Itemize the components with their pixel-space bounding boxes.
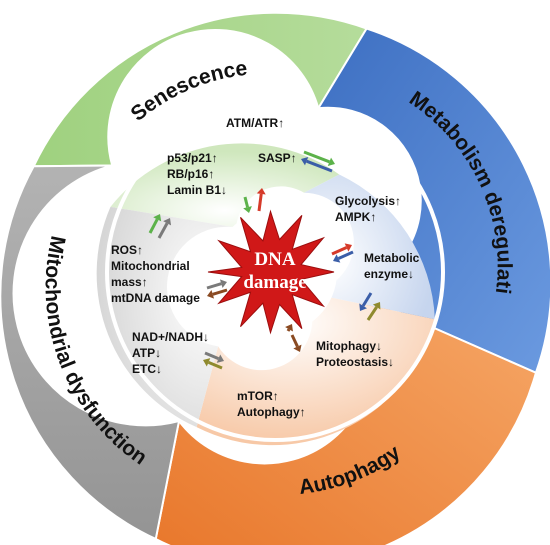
sen-atm-atr: ATM/ATR↑ bbox=[226, 116, 284, 130]
arrow-met-up-olive-shaft bbox=[366, 306, 378, 321]
arrow-sasp-left-head bbox=[301, 156, 309, 166]
arrow-mit-up-gray-head bbox=[163, 218, 172, 226]
sen-p53-p21: p53/p21↑ bbox=[167, 151, 218, 165]
arrow-mit-center-brown-shaft bbox=[212, 288, 228, 296]
mit-mitochondrial: Mitochondrial bbox=[111, 259, 190, 273]
center-label-line1: DNA bbox=[254, 249, 295, 270]
arrow-etc-olive-head bbox=[203, 358, 211, 367]
mit-mass: mass↑ bbox=[111, 275, 148, 289]
arrow-etc-gray-head bbox=[216, 354, 224, 363]
aut-mitophagy: Mitophagy↓ bbox=[316, 339, 382, 353]
inner-ring-border bbox=[105, 102, 445, 442]
arrow-etc-gray-shaft bbox=[204, 351, 220, 361]
arrow-layer bbox=[148, 150, 381, 370]
sen-sasp: SASP↑ bbox=[258, 151, 297, 165]
mit-etc: ETC↓ bbox=[132, 362, 162, 376]
aut-autophagy: Autophagy↑ bbox=[237, 405, 306, 419]
metabolism-inner-segment bbox=[304, 174, 435, 320]
arrow-mit-up-green-shaft bbox=[148, 218, 159, 234]
mitochondrial-outer-segment bbox=[0, 164, 181, 541]
met-glycolysis: Glycolysis↑ bbox=[335, 194, 401, 208]
arrow-mit-center-gray-head bbox=[219, 279, 227, 289]
sen-rb-p16: RB/p16↑ bbox=[167, 167, 214, 181]
arrow-aut-up-shaft bbox=[286, 328, 291, 332]
arrow-mit-center-gray-shaft bbox=[206, 282, 222, 290]
arrow-aut-down-head bbox=[293, 344, 302, 352]
arrow-etc-olive-shaft bbox=[207, 360, 223, 370]
mit-ros: ROS↑ bbox=[111, 243, 143, 257]
mitochondrial-inner-segment bbox=[96, 206, 237, 428]
met-enzyme: enzyme↓ bbox=[364, 267, 414, 281]
arrow-sasp-right-head bbox=[327, 157, 335, 167]
arrow-sen-down-head bbox=[243, 206, 252, 213]
met-ampk: AMPK↑ bbox=[335, 210, 376, 224]
arrow-sen-down-shaft bbox=[243, 196, 249, 208]
center-label-line2: damage bbox=[243, 272, 306, 293]
arrow-met-up-olive-head bbox=[372, 302, 381, 310]
sen-lamin-b1: Lamin B1↓ bbox=[167, 183, 227, 197]
mit-mtdna: mtDNA damage bbox=[111, 291, 200, 305]
arrow-mit-up-green-head bbox=[153, 214, 162, 222]
senescence-inner-segment bbox=[110, 143, 340, 228]
arrow-met-right-red-head bbox=[344, 243, 352, 252]
arrow-met-down-blue-shaft bbox=[361, 292, 373, 307]
met-metabolic: Metabolic bbox=[364, 251, 420, 265]
senescence-outer-segment bbox=[32, 11, 369, 168]
aut-mtor: mTOR↑ bbox=[237, 389, 279, 403]
mit-atp: ATP↓ bbox=[132, 346, 161, 360]
arrow-met-left-blue-shaft bbox=[337, 250, 354, 260]
arrow-met-right-red-shaft bbox=[331, 246, 348, 256]
arrow-aut-up-head bbox=[285, 324, 293, 332]
arrow-sen-up-shaft bbox=[257, 193, 263, 212]
arrow-mit-up-gray-shaft bbox=[157, 222, 169, 239]
arrow-met-down-blue-head bbox=[359, 303, 367, 311]
arrow-sen-up-head bbox=[256, 188, 266, 195]
arrow-sasp-right-shaft bbox=[303, 150, 330, 164]
mit-nad: NAD+/NADH↓ bbox=[132, 330, 209, 344]
arrow-aut-down-shaft bbox=[290, 334, 299, 348]
arrow-mit-center-brown-head bbox=[207, 289, 215, 299]
aut-proteostasis: Proteostasis↓ bbox=[316, 355, 394, 369]
arrow-sasp-left-shaft bbox=[306, 159, 333, 173]
arrow-met-left-blue-head bbox=[333, 254, 341, 263]
dna-damage-star bbox=[207, 209, 335, 335]
